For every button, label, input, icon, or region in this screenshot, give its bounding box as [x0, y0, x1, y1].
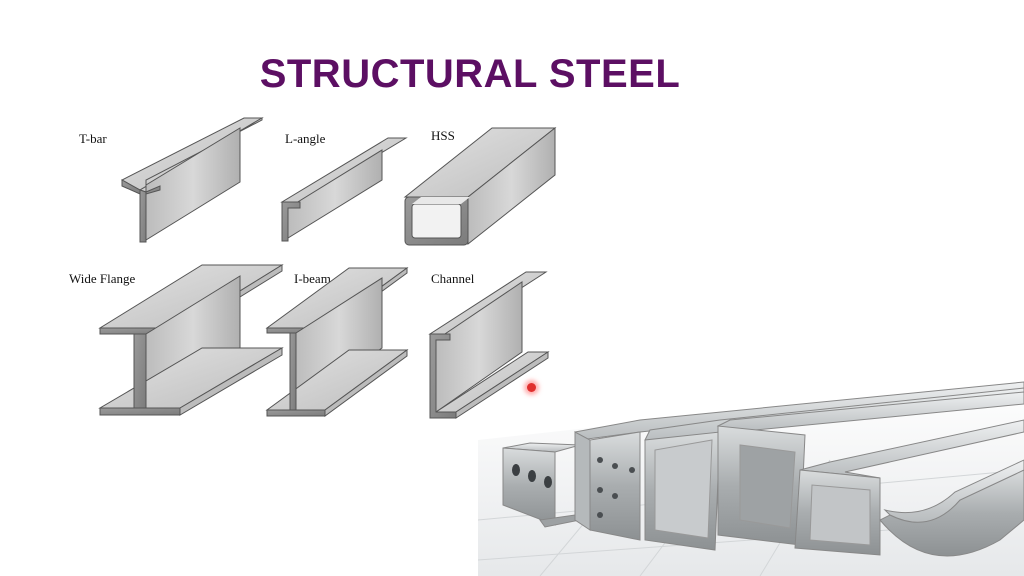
wide-flange-profile [98, 264, 284, 416]
label-ibeam: I-beam [294, 271, 331, 286]
label-wide-flange: Wide Flange [69, 271, 136, 286]
steel-profiles-photo [477, 380, 1024, 576]
langle-profile [280, 137, 408, 242]
hss-profile [403, 126, 557, 246]
laser-pointer-icon [527, 383, 536, 392]
slide-title: STRUCTURAL STEEL [259, 52, 681, 96]
label-channel: Channel [431, 271, 475, 286]
label-hss: HSS [431, 128, 455, 143]
tbar-profile [120, 117, 264, 243]
label-langle: L-angle [285, 131, 326, 146]
ibeam-profile [265, 267, 409, 417]
channel-profile [428, 271, 550, 419]
label-tbar: T-bar [79, 131, 107, 146]
